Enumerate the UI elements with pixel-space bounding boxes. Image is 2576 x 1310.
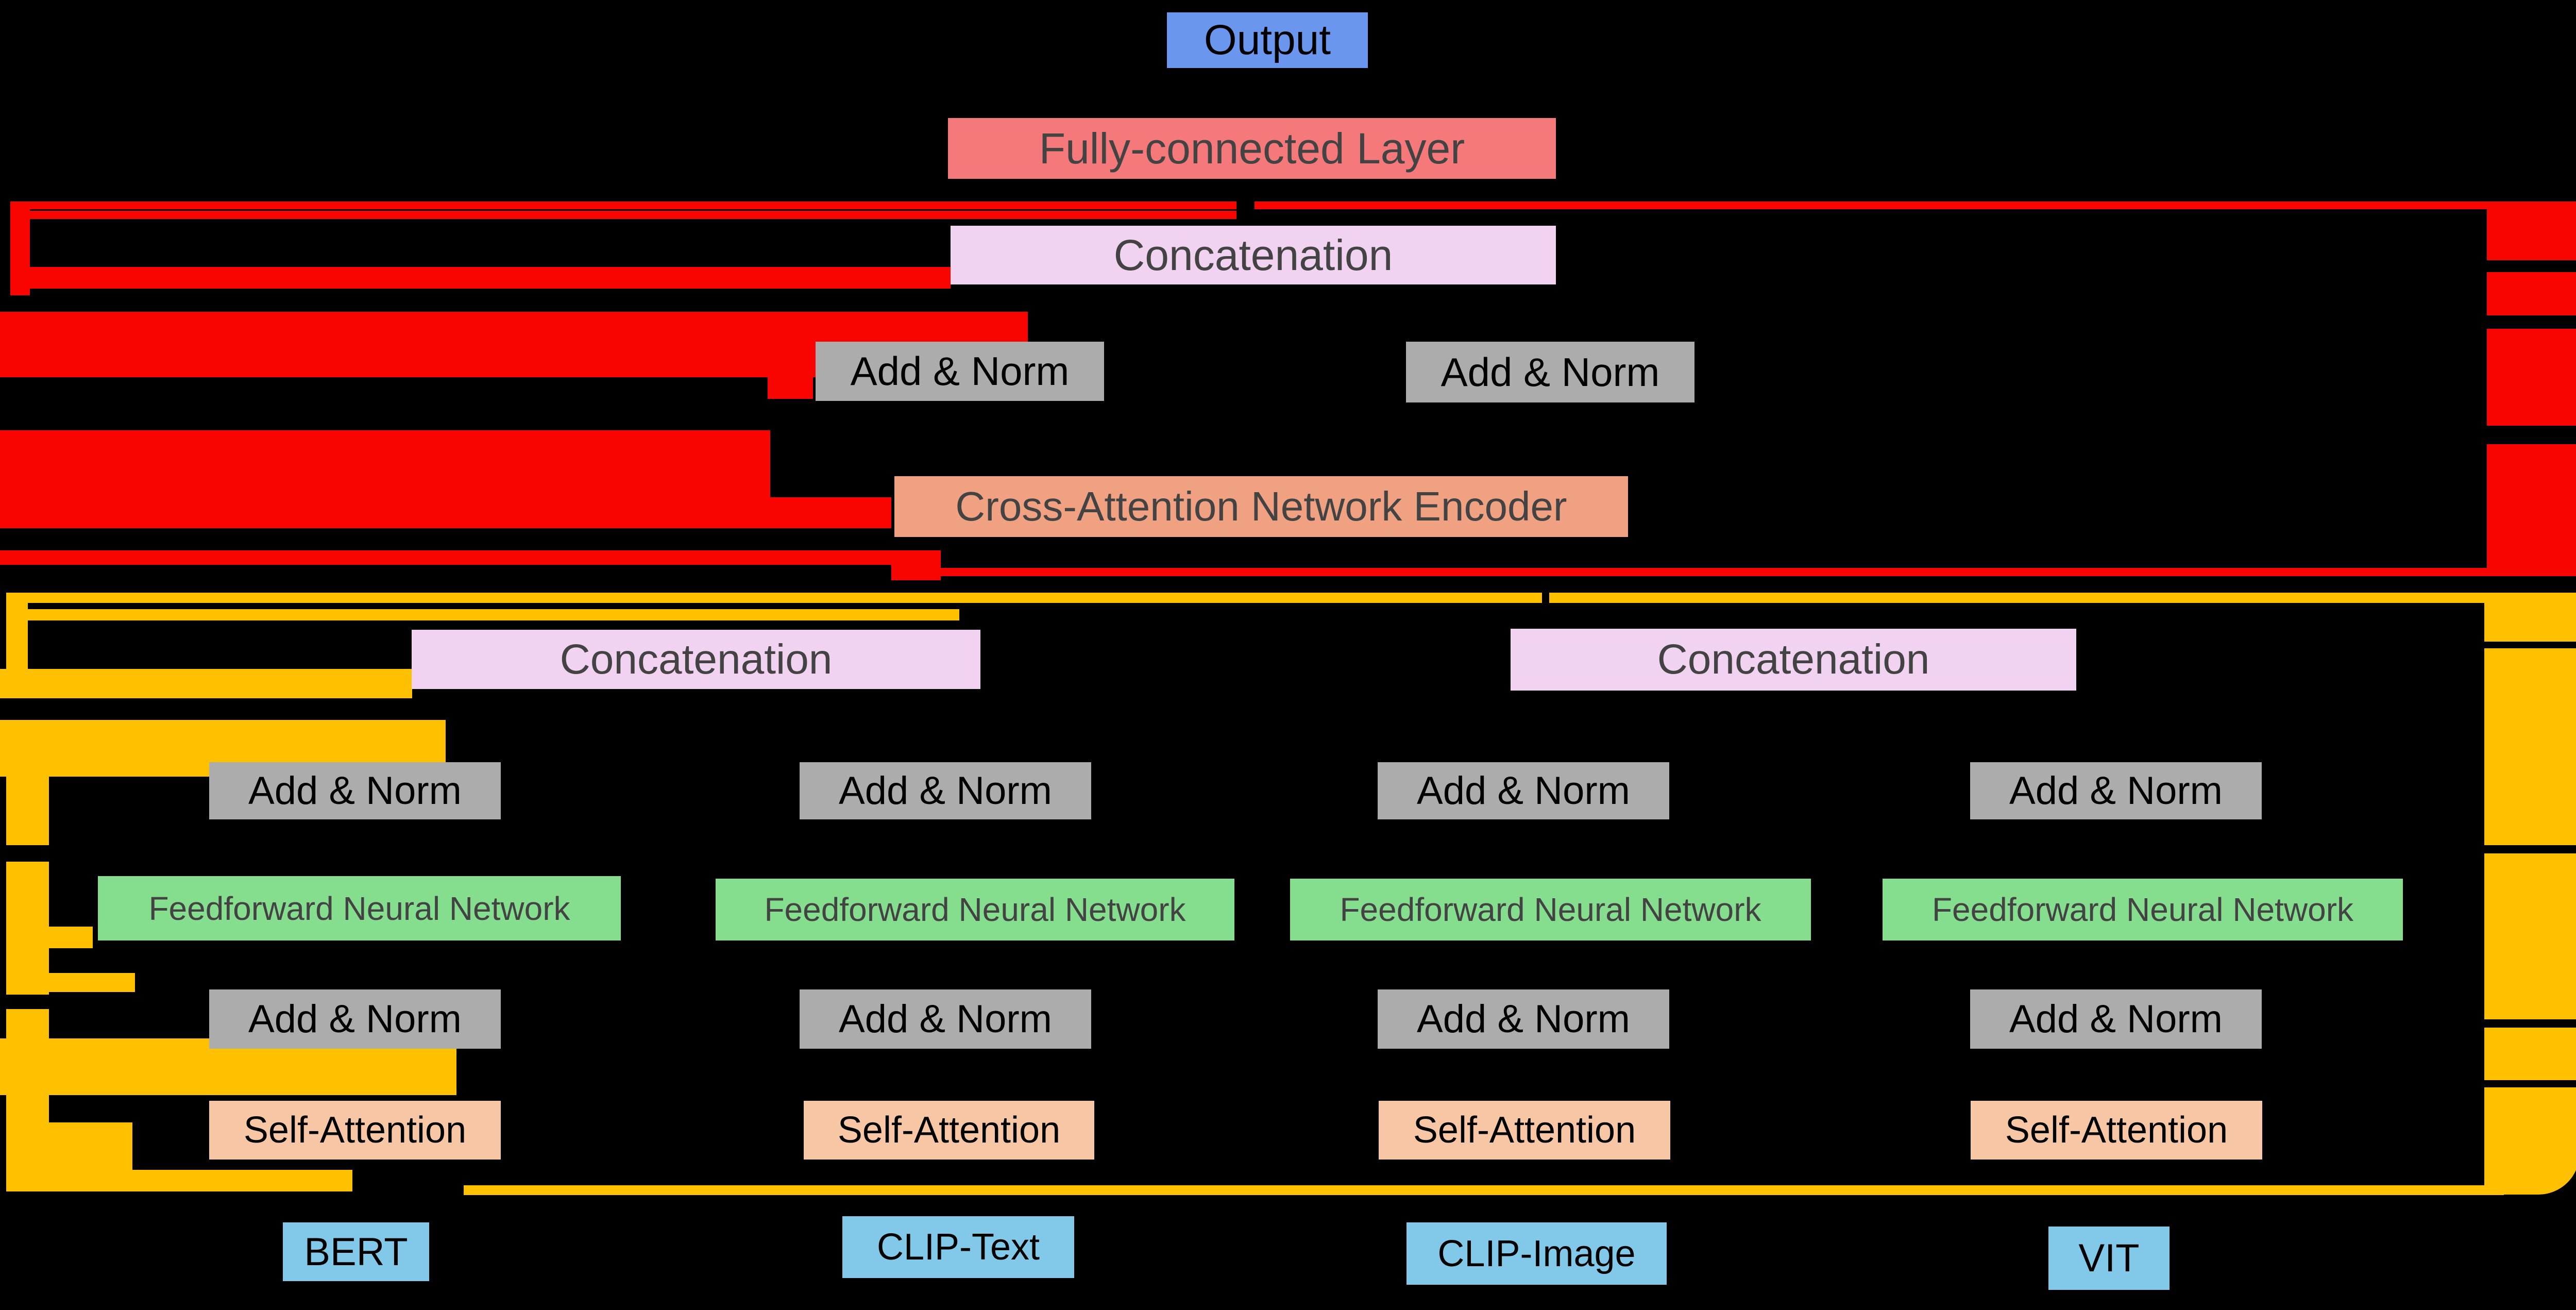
node-concatenation-top: Concatenation: [951, 226, 1556, 284]
node-add-norm-row2-col2: Add & Norm: [800, 989, 1091, 1049]
node-add-norm-row2-col4: Add & Norm: [1970, 989, 2262, 1049]
node-add-norm-top-left: Add & Norm: [816, 342, 1104, 401]
node-output: Output: [1167, 12, 1368, 68]
node-clip-image: CLIP-Image: [1406, 1222, 1667, 1285]
yellow-top-line-left-segment: [10, 593, 1542, 603]
node-add-norm-row2-col3: Add & Norm: [1378, 989, 1669, 1049]
yellow-top-line-right-segment: [1549, 593, 2576, 603]
node-add-norm-row1-col1: Add & Norm: [209, 762, 501, 819]
yellow-stub-add-norm: [49, 973, 135, 992]
node-add-norm-row1-col3: Add & Norm: [1378, 762, 1669, 819]
node-clip-text: CLIP-Text: [842, 1216, 1074, 1278]
node-fully-connected-layer: Fully-connected Layer: [948, 118, 1556, 179]
yellow-right-vertical-seg-5: [2484, 1087, 2576, 1195]
node-feedforward-col4: Feedforward Neural Network: [1883, 879, 2403, 940]
yellow-left-corner: [6, 593, 28, 673]
yellow-second-line: [10, 609, 959, 620]
yellow-bottom-line-left: [10, 1170, 352, 1191]
red-line-into-concatenation: [10, 267, 951, 289]
red-bottom-line-left: [0, 550, 892, 565]
node-concatenation-left: Concatenation: [412, 630, 980, 689]
yellow-left-vertical-seg-1: [6, 720, 49, 845]
red-bottom-step: [891, 550, 941, 580]
red-second-line: [10, 211, 1236, 219]
node-cross-attention-encoder: Cross-Attention Network Encoder: [894, 476, 1628, 537]
red-right-vertical-seg-1: [2487, 204, 2576, 260]
yellow-right-vertical-seg-2: [2484, 648, 2576, 845]
node-bert: BERT: [283, 1222, 429, 1281]
node-add-norm-row1-col4: Add & Norm: [1970, 762, 2262, 819]
node-add-norm-row2-col1: Add & Norm: [209, 989, 501, 1049]
node-feedforward-col3: Feedforward Neural Network: [1290, 879, 1811, 940]
red-right-vertical-seg-2: [2487, 272, 2576, 315]
red-bottom-line-right: [938, 568, 2534, 576]
yellow-bottom-line-right: [464, 1185, 2504, 1195]
red-right-vertical-seg-4: [2487, 444, 2576, 576]
node-feedforward-col1: Feedforward Neural Network: [98, 876, 621, 940]
yellow-right-vertical-seg-3: [2484, 853, 2576, 1019]
node-add-norm-row1-col2: Add & Norm: [800, 762, 1091, 819]
node-feedforward-col2: Feedforward Neural Network: [716, 879, 1234, 940]
node-self-attention-col1: Self-Attention: [209, 1101, 501, 1160]
node-add-norm-top-right: Add & Norm: [1406, 342, 1694, 402]
yellow-left-vertical-seg-2: [6, 862, 49, 995]
node-vit: VIT: [2048, 1227, 2170, 1290]
yellow-line-into-concatenation: [0, 669, 412, 698]
red-top-line-right-segment: [1255, 201, 2576, 209]
yellow-right-vertical-seg-4: [2484, 1028, 2576, 1080]
red-thick-bar-2: [0, 430, 770, 528]
red-bar-2-step: [768, 497, 891, 528]
yellow-right-vertical-seg-1: [2484, 593, 2576, 642]
red-right-vertical-seg-3: [2487, 329, 2576, 426]
yellow-stub-feedforward: [49, 927, 93, 948]
red-arrowhead-add-norm: [792, 357, 815, 383]
node-self-attention-col3: Self-Attention: [1379, 1101, 1670, 1160]
node-self-attention-col4: Self-Attention: [1971, 1101, 2262, 1160]
red-top-line-left-segment: [10, 201, 1236, 209]
node-self-attention-col2: Self-Attention: [804, 1101, 1094, 1160]
node-concatenation-right: Concatenation: [1511, 629, 2076, 691]
